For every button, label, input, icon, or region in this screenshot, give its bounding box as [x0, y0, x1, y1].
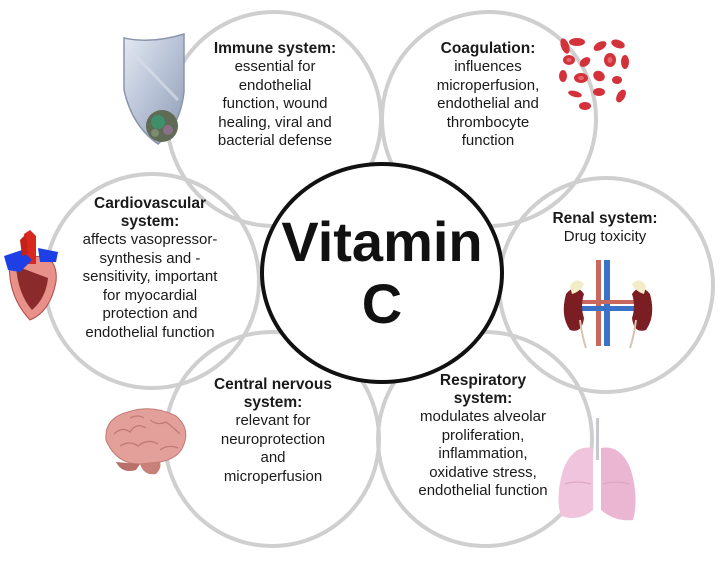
immune-body-line: bacterial defense [217, 132, 333, 149]
respiratory-body-line: modulates alveolar [420, 408, 546, 425]
coagulation-text: Coagulation: influences microperfusion, … [418, 40, 558, 151]
respiratory-body-line: endothelial function [418, 482, 548, 499]
immune-body-line: healing, viral and [218, 113, 332, 131]
cardiovascular-text: Cardiovascular system: affects vasopress… [70, 195, 230, 342]
coagulation-title: Coagulation: [440, 40, 536, 57]
respiratory-text: Respiratory system: modulates alveolar p… [405, 372, 561, 501]
cns-body-line: and [260, 449, 286, 466]
cns-title: Central nervous [213, 376, 332, 393]
respiratory-body-line: inflammation, [438, 445, 528, 462]
cns-body-line: microperfusion [223, 467, 323, 485]
renal-text: Renal system: Drug toxicity [535, 210, 675, 247]
cardiovascular-body-line: affects vasopressor- [82, 231, 218, 248]
coagulation-body-line: thrombocyte [446, 113, 530, 131]
cardiovascular-title: system: [120, 213, 180, 230]
center-title-line1: Vitamin [281, 210, 483, 273]
immune-text: Immune system: essential for endothelial… [198, 40, 352, 151]
red-blood-cells-icon [559, 38, 629, 110]
cns-body-line: relevant for [235, 412, 311, 429]
shield-icon [123, 32, 185, 145]
immune-body-line: function, wound [222, 95, 328, 112]
coagulation-body-line: microperfusion, [436, 76, 540, 94]
immune-body-line: essential for [234, 58, 316, 75]
center-title-line2: C [361, 272, 403, 335]
cardiovascular-body-line: sensitivity, important [82, 268, 218, 285]
cns-text: Central nervous system: relevant for neu… [198, 376, 348, 486]
kidneys-icon [563, 260, 653, 349]
respiratory-body-line: oxidative stress, [429, 463, 537, 481]
respiratory-title: system: [453, 390, 513, 407]
cardiovascular-title: Cardiovascular [94, 195, 206, 212]
cardiovascular-body-line: synthesis and - [99, 249, 201, 267]
immune-body-line: endothelial [238, 76, 312, 94]
coagulation-body-line: function [461, 132, 515, 149]
cns-body-line: neuroprotection [220, 430, 326, 448]
coagulation-body-line: endothelial and [437, 95, 539, 112]
renal-body-line: Drug toxicity [563, 228, 647, 245]
respiratory-body-line: proliferation, [441, 426, 525, 444]
brain-icon [105, 408, 187, 475]
cardiovascular-body-line: endothelial function [85, 323, 215, 341]
cardiovascular-body-line: protection and [102, 305, 198, 322]
heart-icon [4, 230, 58, 321]
cardiovascular-body-line: for myocardial [102, 286, 198, 304]
vitamin-c-center: Vitamin C [260, 162, 504, 384]
cns-title: system: [243, 394, 303, 411]
coagulation-body-line: influences [454, 58, 522, 75]
renal-title: Renal system: [552, 210, 658, 227]
respiratory-title: Respiratory [439, 372, 527, 389]
immune-title: Immune system: [213, 40, 337, 57]
lungs-icon [558, 418, 636, 521]
